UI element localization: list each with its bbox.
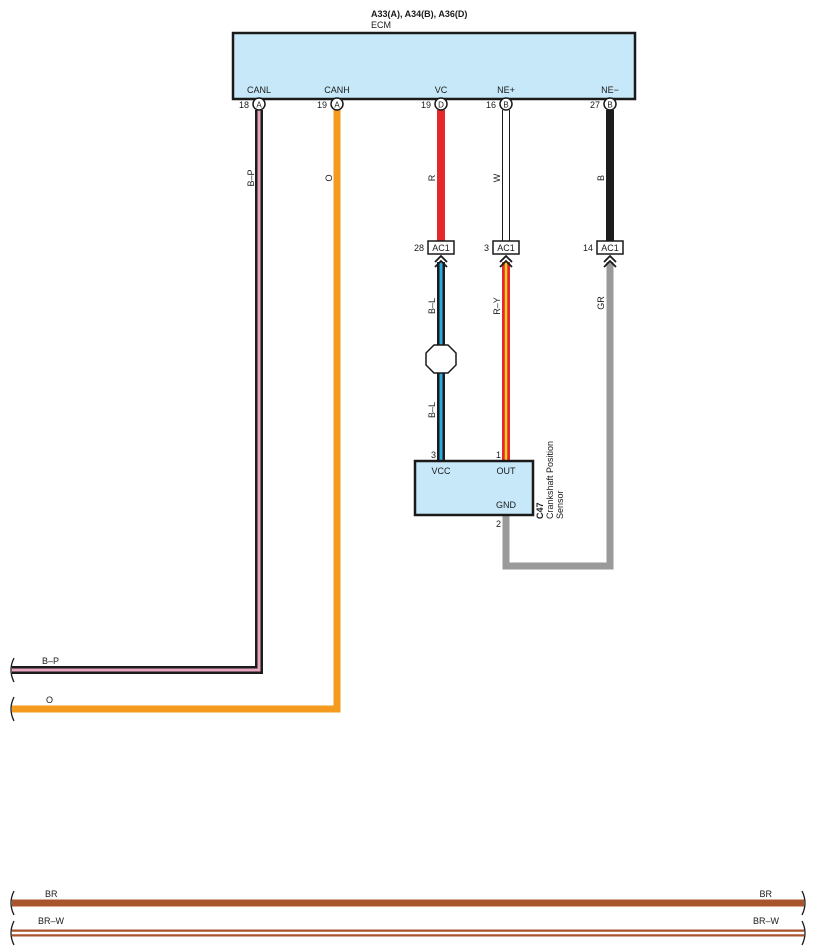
ecm-conn-ne-plus: B <box>503 101 508 110</box>
ecm-conn-canl: A <box>256 101 262 110</box>
ecm-conn-canh: A <box>334 101 340 110</box>
ecm-pin-vc: 19 D <box>421 97 448 111</box>
sensor-name-1: Crankshaft Position <box>545 441 555 519</box>
ecm-pin-num-ne-plus: 16 <box>486 100 496 110</box>
ecm-pin-label-ne-minus: NE− <box>601 85 619 95</box>
ecm-pin-canl: 18 A <box>239 97 266 111</box>
splice-point <box>425 344 457 374</box>
sensor-name-2: Sensor <box>555 490 565 519</box>
ecm-pin-num-vc: 19 <box>421 100 431 110</box>
ecm-pin-canh: 19 A <box>317 97 344 111</box>
sensor-pin-num-out: 1 <box>496 450 501 460</box>
exit-code-b-p: B–P <box>42 656 59 666</box>
bottom-code-br-right: BR <box>759 889 772 899</box>
ecm-conn-vc: D <box>438 101 444 110</box>
connector-ac1-14: 14 AC1 <box>583 240 624 268</box>
ecm-pin-label-canh: CANH <box>324 85 350 95</box>
sensor-pin-vcc: VCC <box>431 466 451 476</box>
connector-ac1-3: 3 AC1 <box>484 240 520 268</box>
wire-code-gr: GR <box>596 296 606 310</box>
sensor-pin-gnd: GND <box>496 500 517 510</box>
wire-code-vc: R <box>427 174 437 181</box>
ecm-pin-label-ne-plus: NE+ <box>497 85 515 95</box>
ac1-label-14: AC1 <box>601 243 619 253</box>
wire-code-canh: O <box>324 174 334 181</box>
ecm-pin-label-canl: CANL <box>247 85 271 95</box>
break-mark-b-p <box>10 657 15 683</box>
wire-code-b-l-upper: B–L <box>427 298 437 314</box>
ecm-title: A33(A), A34(B), A36(D) <box>371 9 467 19</box>
sensor-id: C47 <box>535 502 545 519</box>
ecm-pin-num-canh: 19 <box>317 100 327 110</box>
wire-canh-o <box>12 110 341 713</box>
break-mark-o <box>10 696 15 722</box>
bottom-wire-br <box>10 890 806 916</box>
wire-code-r-y: R–Y <box>492 297 502 315</box>
ac1-label-3: AC1 <box>497 243 515 253</box>
sensor-pin-num-vcc: 3 <box>431 450 436 460</box>
ac1-pin-3: 3 <box>484 243 489 253</box>
sensor-box <box>413 459 535 517</box>
wire-canl-b-p <box>12 110 263 674</box>
wire-code-ne-minus: B <box>596 175 606 181</box>
ecm-pin-ne-plus: 16 B <box>486 97 513 111</box>
exit-code-o: O <box>46 695 53 705</box>
wire-code-b-l-lower: B–L <box>427 402 437 418</box>
wire-gr <box>502 262 614 570</box>
ac1-pin-14: 14 <box>583 243 593 253</box>
sensor-pin-num-gnd: 2 <box>496 519 501 529</box>
ecm-box <box>231 31 637 101</box>
ecm-conn-ne-minus: B <box>607 101 612 110</box>
ecm-name: ECM <box>371 20 391 30</box>
ac1-label-28: AC1 <box>432 243 450 253</box>
sensor-label: C47 Crankshaft Position Sensor <box>535 441 565 519</box>
bottom-code-br-w-right: BR–W <box>753 916 780 926</box>
ecm-pin-label-vc: VC <box>435 85 448 95</box>
bottom-code-br-w-left: BR–W <box>38 916 65 926</box>
sensor-pin-out: OUT <box>497 466 517 476</box>
bottom-wire-br-w <box>10 920 806 946</box>
wire-code-canl: B–P <box>246 169 256 186</box>
wire-code-ne-plus: W <box>492 173 502 182</box>
connector-ac1-28: 28 AC1 <box>414 240 455 268</box>
ecm-pin-ne-minus: 27 B <box>590 97 617 111</box>
ecm-pin-num-canl: 18 <box>239 100 249 110</box>
ac1-pin-28: 28 <box>414 243 424 253</box>
ecm-pin-num-ne-minus: 27 <box>590 100 600 110</box>
bottom-code-br-left: BR <box>45 889 58 899</box>
